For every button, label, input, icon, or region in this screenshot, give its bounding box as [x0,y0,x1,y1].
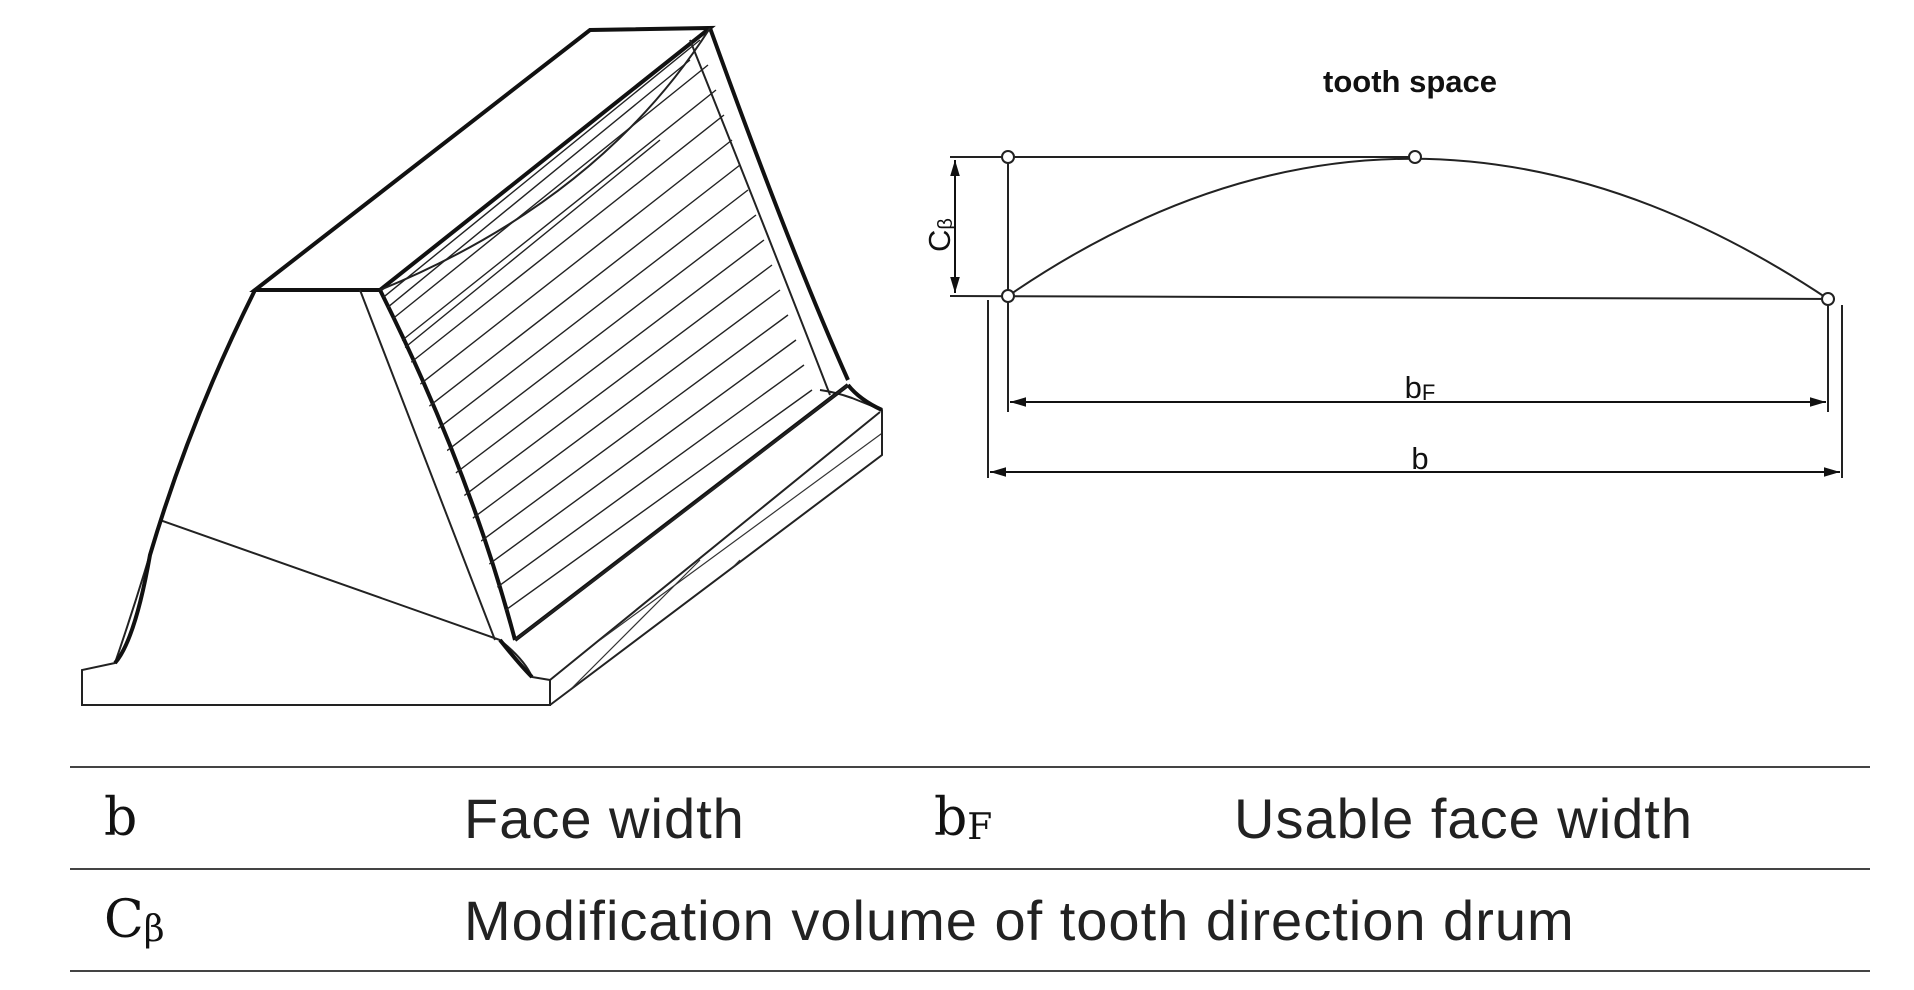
face-width-dimension-label: b [1411,441,1429,476]
crown-arc [1007,157,1829,300]
point-top-left [1001,150,1015,164]
symbol-main: C [104,890,144,950]
legend-symbol: Cβ [70,869,464,971]
diagram-title: tooth space [1323,64,1497,99]
point-base-right [1821,292,1835,306]
profile-baseline [949,295,1836,300]
symbol-main: b [934,788,968,848]
legend-row: b Face width bF Usable face width [70,767,1870,869]
symbol-subscript: F [967,807,993,848]
usable-width-subscript: F [1421,380,1436,405]
usable-width-dimension-label: bF [1380,370,1460,406]
symbol-main: b [104,788,138,848]
legend-symbol: bF [934,767,1234,869]
usable-width-symbol: b [1404,370,1422,405]
flank-crowning-curves [359,27,849,641]
legend-description: Modification volume of tooth direction d… [464,888,1575,952]
flank-hatching [380,39,813,640]
crowning-subscript: β [934,218,957,230]
point-base-left [1001,289,1015,303]
legend-row: Cβ Modification volume of tooth directio… [70,869,1870,971]
crowning-symbol: C [922,229,957,252]
symbol-subscript: β [143,909,165,950]
symbol-legend-table: b Face width bF Usable face width Cβ Mod… [70,766,1870,972]
point-crown-apex [1408,150,1422,164]
legend-symbol: b [70,767,464,869]
legend-description: Usable face width [1234,786,1694,850]
legend-description: Face width [464,786,745,850]
